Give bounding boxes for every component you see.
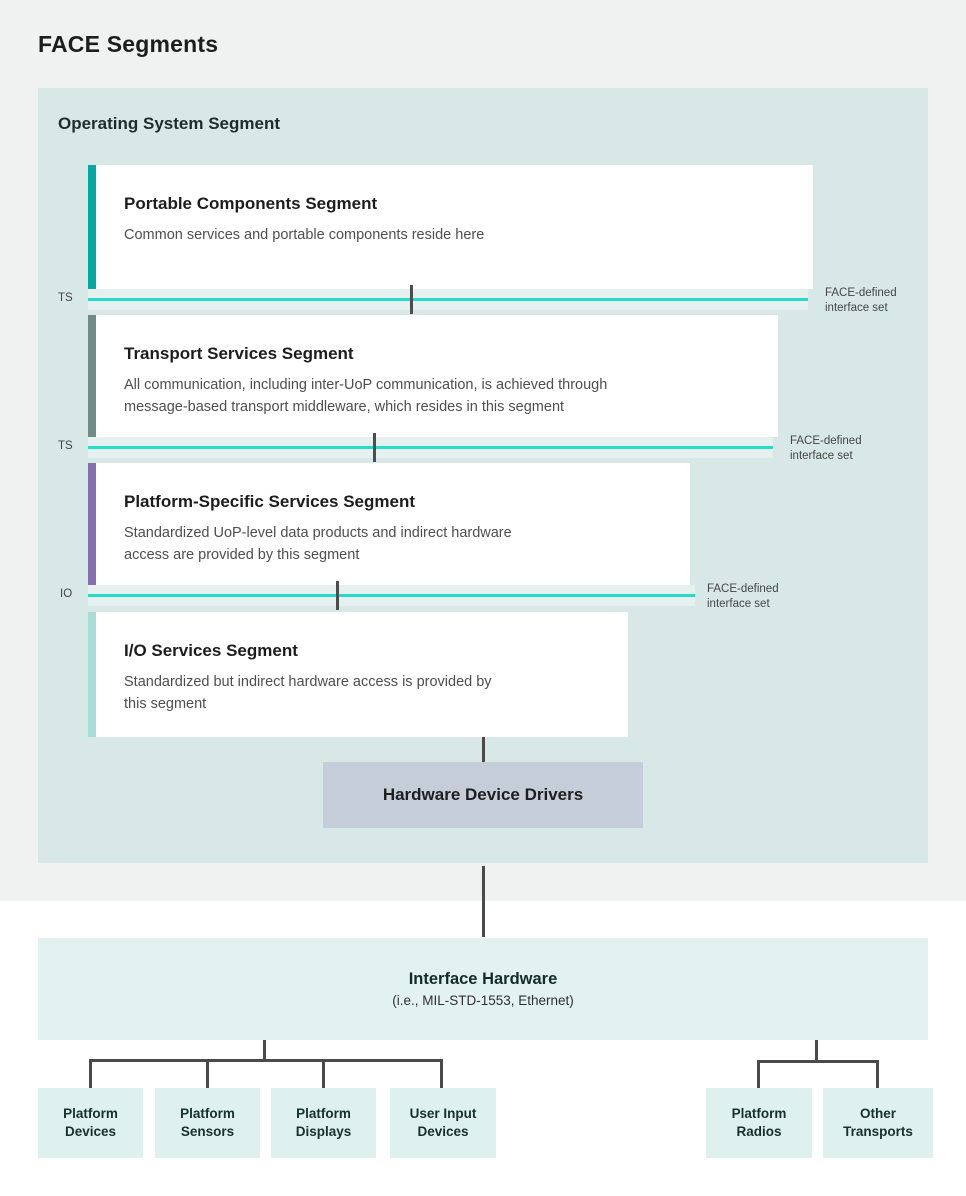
ts-interface-line-1-tick — [410, 285, 413, 314]
other-transports-box: Other Transports — [823, 1088, 933, 1158]
ts-interface-line-1-stroke — [88, 298, 808, 301]
operating-system-segment-label: Operating System Segment — [58, 114, 281, 133]
connector-left-stem — [263, 1040, 266, 1062]
connector-left-bar — [89, 1059, 443, 1062]
page-title: FACE Segments — [38, 31, 219, 57]
io-services-segment-card: I/O Services Segment Standardized but in… — [88, 612, 628, 737]
io-services-description: Standardized but indirect hardware acces… — [124, 674, 492, 712]
io-label: IO — [60, 588, 73, 600]
operating-system-segment: Operating System Segment Portable Compon… — [38, 88, 928, 863]
connector-drop-platform-sensors — [206, 1059, 209, 1088]
ts-interface-line-2 — [88, 433, 773, 462]
transport-services-description: All communication, including inter-UoP c… — [124, 377, 608, 415]
platform-displays-box: Platform Displays — [271, 1088, 376, 1158]
connector-drop-platform-displays — [322, 1059, 325, 1088]
portable-components-description: Common services and portable components … — [124, 227, 485, 243]
interface-hardware-box: Interface Hardware (i.e., MIL-STD-1553, … — [38, 938, 928, 1040]
connector-right-bar — [757, 1060, 879, 1063]
transport-services-accent-bar — [88, 315, 96, 437]
io-services-accent-bar — [88, 612, 96, 737]
ts-label-2: TS — [58, 440, 73, 452]
transport-services-segment-card: Transport Services Segment All communica… — [88, 315, 778, 437]
io-interface-line-tick — [336, 581, 339, 610]
io-services-title: I/O Services Segment — [124, 641, 298, 660]
connector-drop-platform-devices — [89, 1059, 92, 1088]
connector-right-stem — [815, 1040, 818, 1063]
platform-sensors-box: Platform Sensors — [155, 1088, 260, 1158]
transport-services-title: Transport Services Segment — [124, 344, 354, 363]
portable-components-title: Portable Components Segment — [124, 194, 378, 213]
ts-interface-line-1 — [88, 285, 808, 314]
ts-label-1: TS — [58, 292, 73, 304]
platform-specific-description: Standardized UoP-level data products and… — [124, 525, 512, 563]
ts-interface-line-2-tick — [373, 433, 376, 462]
interface-hardware-subtitle: (i.e., MIL-STD-1553, Ethernet) — [392, 993, 574, 1008]
face-defined-note-2: FACE-defined interface set — [790, 435, 862, 462]
hardware-device-drivers-box: Hardware Device Drivers — [323, 762, 643, 828]
connector-io-to-drivers — [482, 737, 485, 762]
portable-components-segment-card: Portable Components Segment Common servi… — [88, 165, 813, 289]
io-interface-line — [88, 581, 695, 610]
platform-specific-accent-bar — [88, 463, 96, 585]
portable-components-accent-bar — [88, 165, 96, 289]
platform-radios-box: Platform Radios — [706, 1088, 812, 1158]
user-input-devices-box: User Input Devices — [390, 1088, 496, 1158]
platform-specific-services-segment-card: Platform-Specific Services Segment Stand… — [88, 463, 690, 585]
io-interface-line-stroke — [88, 594, 695, 597]
connector-drop-platform-radios — [757, 1060, 760, 1088]
face-defined-note-1: FACE-defined interface set — [825, 287, 897, 314]
platform-specific-title: Platform-Specific Services Segment — [124, 492, 416, 511]
interface-hardware-title: Interface Hardware — [408, 970, 558, 988]
ts-interface-line-2-stroke — [88, 446, 773, 449]
platform-devices-box: Platform Devices — [38, 1088, 143, 1158]
face-defined-note-3: FACE-defined interface set — [707, 583, 779, 610]
connector-drivers-to-interface-hardware — [482, 866, 485, 937]
connector-drop-user-input-devices — [440, 1059, 443, 1088]
connector-drop-other-transports — [876, 1060, 879, 1088]
